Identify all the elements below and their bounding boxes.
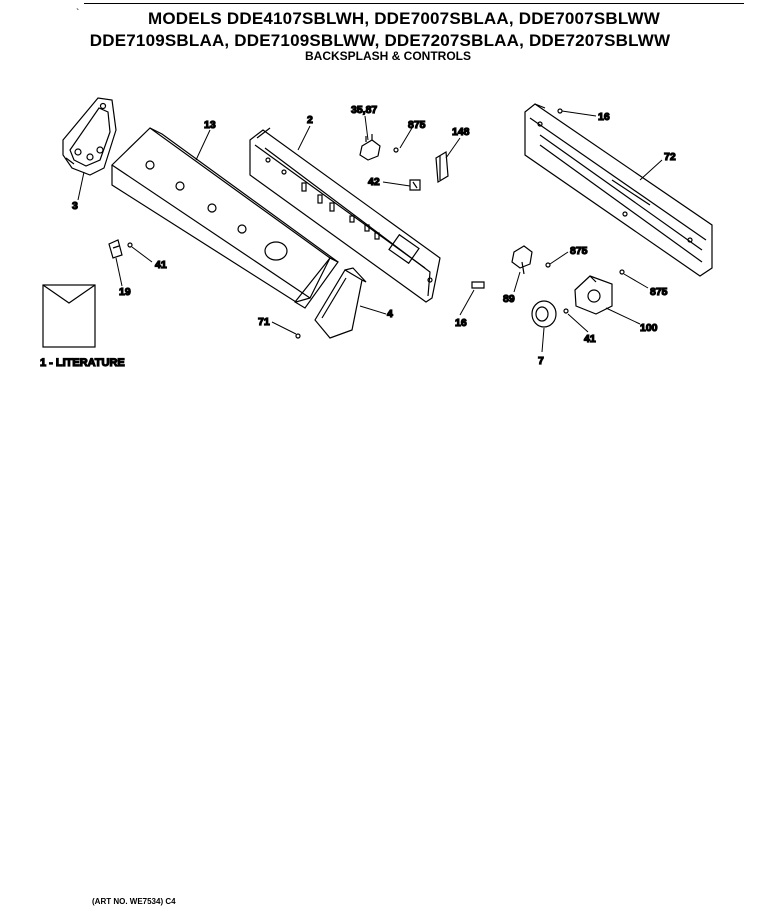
label-89: 89: [503, 293, 515, 305]
label-35-87: 35,87: [351, 104, 377, 116]
screw-875-mid-part: [545, 262, 551, 268]
screw-16-top-part: [557, 108, 563, 114]
endcap-left-part: [62, 97, 117, 176]
label-100: 100: [640, 322, 658, 334]
timer-100-part: [574, 275, 613, 315]
screw-16-lower-part: [471, 281, 485, 289]
label-41-left: 41: [155, 259, 167, 271]
screw-71-part: [295, 333, 301, 339]
label-2: 2: [307, 114, 313, 126]
rear-backsplash-part: [524, 103, 713, 277]
label-875-right: 875: [650, 286, 668, 298]
backsplash-bracket-part: [249, 127, 441, 303]
screw-41-right-part: [563, 308, 569, 314]
section-subtitle: BACKSPLASH & CONTROLS: [304, 49, 471, 63]
label-19: 19: [119, 286, 131, 298]
component-42-part: [409, 179, 421, 191]
leader-lines: [77, 110, 663, 353]
models-title-line-2: DDE7109SBLAA, DDE7109SBLWW, DDE7207SBLAA…: [89, 31, 671, 50]
label-42: 42: [368, 176, 380, 188]
endcap-right-part: [314, 267, 367, 339]
label-4: 4: [387, 308, 393, 320]
art-number: (ART NO. WE7534) C4: [92, 897, 176, 906]
control-panel-part: [111, 127, 339, 309]
component-148-part: [435, 150, 449, 184]
literature-label: 1 - LITERATURE: [40, 357, 125, 369]
label-3: 3: [72, 200, 78, 212]
screw-left-part: [127, 242, 133, 248]
label-875-top: 875: [408, 119, 426, 131]
label-148: 148: [452, 126, 470, 138]
literature-envelope-icon: [42, 284, 96, 348]
corner-mark: `: [76, 8, 80, 19]
switch-89-part: [511, 245, 533, 275]
switch-35-87-part: [359, 134, 381, 161]
label-72: 72: [664, 151, 676, 163]
models-title-line-1: MODELS DDE4107SBLWH, DDE7007SBLAA, DDE70…: [148, 9, 660, 28]
label-13: 13: [204, 119, 216, 131]
label-41-right: 41: [584, 333, 596, 345]
label-16-lower: 16: [455, 317, 467, 329]
label-71: 71: [258, 316, 270, 328]
knob-7-part: [531, 300, 557, 328]
small-switch-part: [108, 239, 123, 259]
screw-875-top-part: [393, 147, 399, 153]
label-16-top: 16: [598, 111, 610, 123]
screw-875-right-part: [619, 269, 625, 275]
label-7: 7: [538, 355, 544, 367]
label-875-mid: 875: [570, 245, 588, 257]
top-rule: [84, 3, 744, 4]
